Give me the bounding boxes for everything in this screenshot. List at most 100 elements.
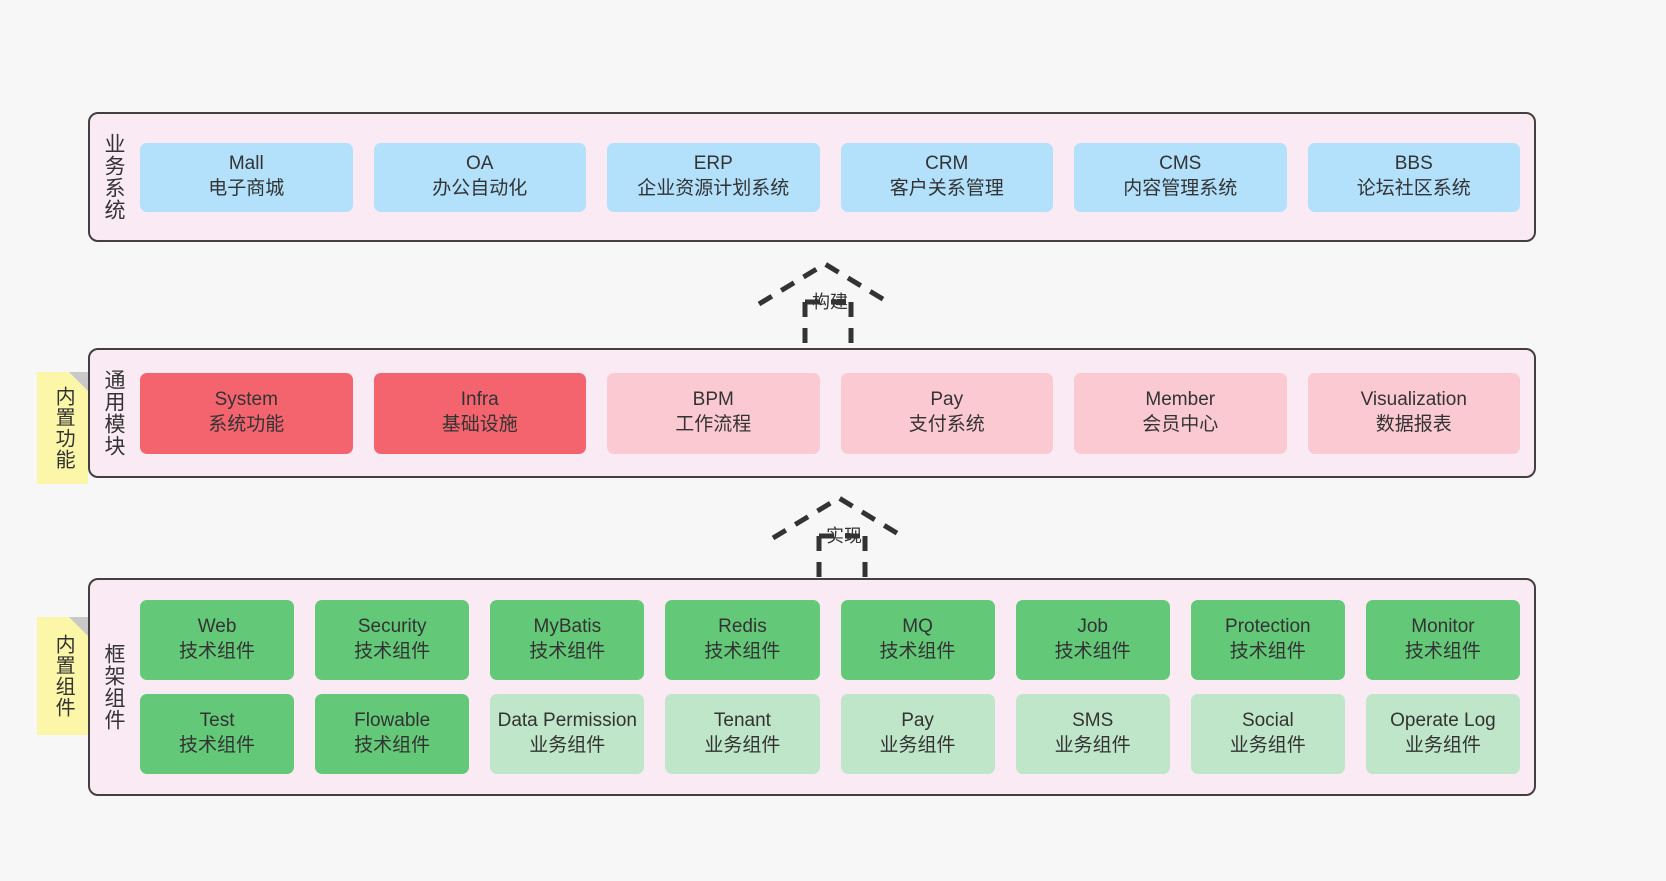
node-label-cn: 支付系统 (908, 414, 985, 435)
folded-corner-icon (69, 372, 88, 391)
node-label-en: Pay (901, 710, 934, 732)
node-label-cn: 会员中心 (1142, 414, 1219, 435)
node-label-cn: 业务组件 (879, 735, 956, 756)
node-label-en: CMS (1159, 153, 1202, 175)
node-mq[interactable]: MQ 技术组件 (840, 600, 995, 680)
row: Test 技术组件 Flowable 技术组件 Data Permission … (140, 694, 1520, 774)
node-redis[interactable]: Redis 技术组件 (665, 600, 820, 680)
node-cms[interactable]: CMS 内容管理系统 (1074, 142, 1287, 212)
node-label-en: Mall (228, 153, 264, 175)
node-label-cn: 论坛社区系统 (1356, 178, 1471, 199)
node-label-en: Job (1077, 616, 1108, 638)
node-monitor[interactable]: Monitor 技术组件 (1365, 600, 1520, 680)
node-label-cn: 业务组件 (1404, 735, 1481, 756)
node-label-cn: 技术组件 (354, 641, 431, 662)
node-label-en: Test (199, 710, 235, 732)
node-label-cn: 系统功能 (208, 414, 285, 435)
node-label-en: Tenant (713, 710, 771, 732)
connector-realize-label: 实现 (826, 526, 862, 546)
node-label-en: Protection (1225, 616, 1311, 638)
node-label-en: Security (357, 616, 427, 638)
node-data-permission[interactable]: Data Permission 业务组件 (490, 694, 645, 774)
node-security[interactable]: Security 技术组件 (315, 600, 470, 680)
node-social[interactable]: Social 业务组件 (1190, 694, 1345, 774)
layer-framework-components: 框架组件 Web 技术组件 Security 技术组件 MyBatis 技术组件… (88, 578, 1536, 796)
node-bbs[interactable]: BBS 论坛社区系统 (1307, 142, 1520, 212)
folded-corner-icon (69, 617, 88, 636)
node-label-en: Redis (718, 616, 767, 638)
node-label-en: Infra (460, 389, 499, 411)
node-sms[interactable]: SMS 业务组件 (1015, 694, 1170, 774)
node-label-cn: 内容管理系统 (1123, 178, 1238, 199)
node-mall[interactable]: Mall 电子商城 (140, 142, 353, 212)
node-label-cn: 技术组件 (354, 735, 431, 756)
node-oa[interactable]: OA 办公自动化 (373, 142, 586, 212)
node-label-en: Social (1241, 710, 1294, 732)
node-flowable[interactable]: Flowable 技术组件 (315, 694, 470, 774)
layer-title-framework: 框架组件 (101, 643, 125, 731)
note-label: 内置组件 (52, 634, 75, 718)
node-label-cn: 技术组件 (179, 735, 256, 756)
node-label-en: SMS (1072, 710, 1114, 732)
connector-build-arrow: 构建 (755, 258, 905, 350)
layer-body-common: System 系统功能 Infra 基础设施 BPM 工作流程 Pay 支付系统… (136, 350, 1534, 476)
node-label-cn: 工作流程 (675, 414, 752, 435)
connector-build-label: 构建 (812, 292, 848, 312)
node-label-cn: 技术组件 (704, 641, 781, 662)
node-label-cn: 业务组件 (704, 735, 781, 756)
node-web[interactable]: Web 技术组件 (140, 600, 295, 680)
node-label-en: OA (466, 153, 494, 175)
node-label-cn: 数据报表 (1375, 414, 1452, 435)
node-label-cn: 基础设施 (441, 414, 518, 435)
layer-common-modules: 通用模块 System 系统功能 Infra 基础设施 BPM 工作流程 Pay… (88, 348, 1536, 478)
node-label-cn: 技术组件 (1054, 641, 1131, 662)
row: System 系统功能 Infra 基础设施 BPM 工作流程 Pay 支付系统… (140, 372, 1520, 454)
node-pay-component[interactable]: Pay 业务组件 (840, 694, 995, 774)
note-builtin-functions: 内置功能 (37, 372, 88, 484)
node-label-en: Flowable (354, 710, 431, 732)
node-erp[interactable]: ERP 企业资源计划系统 (607, 142, 820, 212)
node-label-en: Visualization (1360, 389, 1467, 411)
node-system[interactable]: System 系统功能 (140, 372, 353, 454)
node-member[interactable]: Member 会员中心 (1074, 372, 1287, 454)
node-label-cn: 企业资源计划系统 (637, 178, 790, 199)
node-label-cn: 客户关系管理 (889, 178, 1004, 199)
node-crm[interactable]: CRM 客户关系管理 (840, 142, 1053, 212)
node-mybatis[interactable]: MyBatis 技术组件 (490, 600, 645, 680)
layer-title-business: 业务系统 (101, 133, 125, 221)
node-label-cn: 技术组件 (1229, 641, 1306, 662)
connector-realize-arrow: 实现 (769, 492, 919, 584)
node-label-en: Member (1145, 389, 1216, 411)
layer-body-business: Mall 电子商城 OA 办公自动化 ERP 企业资源计划系统 CRM 客户关系… (136, 114, 1534, 240)
node-label-cn: 业务组件 (529, 735, 606, 756)
layer-business-systems: 业务系统 Mall 电子商城 OA 办公自动化 ERP 企业资源计划系统 CRM… (88, 112, 1536, 242)
node-label-cn: 电子商城 (208, 178, 285, 199)
node-label-en: Web (197, 616, 237, 638)
node-label-en: CRM (925, 153, 969, 175)
node-protection[interactable]: Protection 技术组件 (1190, 600, 1345, 680)
node-tenant[interactable]: Tenant 业务组件 (665, 694, 820, 774)
node-label-cn: 技术组件 (879, 641, 956, 662)
note-label: 内置功能 (52, 386, 75, 470)
node-label-cn: 技术组件 (529, 641, 606, 662)
node-infra[interactable]: Infra 基础设施 (373, 372, 586, 454)
layer-title-common: 通用模块 (101, 369, 125, 457)
row: Web 技术组件 Security 技术组件 MyBatis 技术组件 Redi… (140, 600, 1520, 680)
node-pay[interactable]: Pay 支付系统 (840, 372, 1053, 454)
node-bpm[interactable]: BPM 工作流程 (607, 372, 820, 454)
node-job[interactable]: Job 技术组件 (1015, 600, 1170, 680)
node-label-en: Pay (930, 389, 964, 411)
layer-body-framework: Web 技术组件 Security 技术组件 MyBatis 技术组件 Redi… (136, 580, 1534, 794)
node-label-en: MyBatis (533, 616, 602, 638)
node-label-en: ERP (693, 153, 733, 175)
node-visualization[interactable]: Visualization 数据报表 (1307, 372, 1520, 454)
node-label-en: BBS (1394, 153, 1433, 175)
node-label-en: Monitor (1411, 616, 1475, 638)
node-label-en: System (214, 389, 278, 411)
node-label-en: Operate Log (1390, 710, 1496, 732)
node-operate-log[interactable]: Operate Log 业务组件 (1365, 694, 1520, 774)
note-builtin-components: 内置组件 (37, 617, 88, 735)
node-test[interactable]: Test 技术组件 (140, 694, 295, 774)
node-label-cn: 办公自动化 (432, 178, 528, 199)
